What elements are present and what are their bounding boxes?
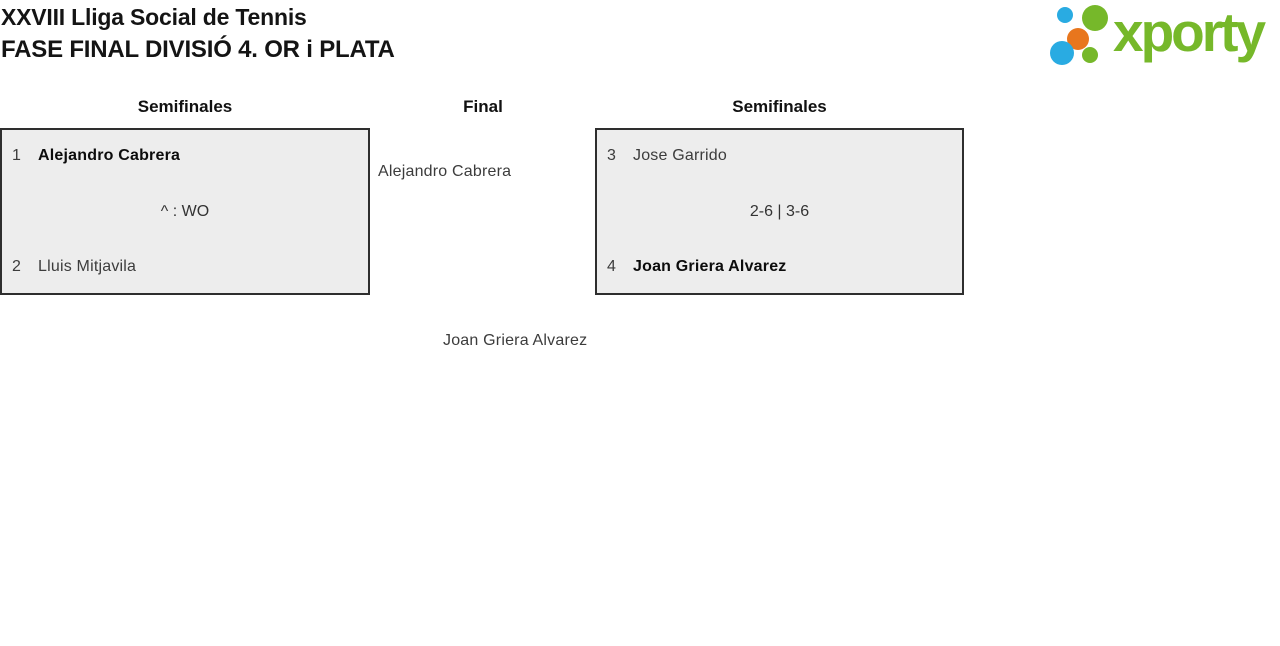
player-row: 3 Jose Garrido [607, 145, 952, 167]
round-header-final: Final [463, 97, 503, 116]
xporty-logo-text: xporty [1113, 1, 1266, 63]
match-box-semifinal-2: 3 Jose Garrido 2-6 | 3-6 4 Joan Griera A… [595, 128, 964, 295]
page-title: XXVIII Lliga Social de Tennis FASE FINAL… [1, 2, 395, 67]
xporty-logo-mark [1050, 5, 1108, 65]
player-seed: 2 [12, 258, 21, 275]
player-seed: 3 [607, 147, 616, 164]
finalist-name-top: Alejandro Cabrera [378, 163, 512, 180]
player-name: Joan Griera Alvarez [633, 258, 787, 275]
tournament-title: XXVIII Lliga Social de Tennis [1, 4, 307, 30]
round-header-semifinals-right: Semifinales [732, 97, 827, 116]
logo-dot-green-small [1082, 47, 1098, 63]
player-name: Lluis Mitjavila [38, 258, 137, 275]
logo-dot-orange [1067, 28, 1089, 50]
player-name: Alejandro Cabrera [38, 147, 181, 164]
player-row: 1 Alejandro Cabrera [12, 145, 358, 167]
xporty-logo[interactable]: xporty [1048, 1, 1266, 66]
match-score: ^ : WO [160, 202, 210, 220]
phase-title: FASE FINAL DIVISIÓ 4. OR i PLATA [1, 36, 395, 63]
player-seed: 4 [607, 258, 616, 275]
round-header-semifinals-left: Semifinales [137, 97, 233, 116]
logo-dot-blue-small [1057, 7, 1073, 23]
finalist-name-bottom: Joan Griera Alvarez [443, 332, 588, 349]
player-row: 4 Joan Griera Alvarez [607, 256, 952, 278]
match-box-semifinal-1: 1 Alejandro Cabrera ^ : WO 2 Lluis Mitja… [0, 128, 370, 295]
player-row: 2 Lluis Mitjavila [12, 256, 358, 278]
match-score: 2-6 | 3-6 [749, 202, 810, 220]
logo-dot-green-large [1082, 5, 1108, 31]
player-name: Jose Garrido [633, 147, 727, 164]
logo-dot-blue-large [1050, 41, 1074, 65]
player-seed: 1 [12, 147, 21, 164]
